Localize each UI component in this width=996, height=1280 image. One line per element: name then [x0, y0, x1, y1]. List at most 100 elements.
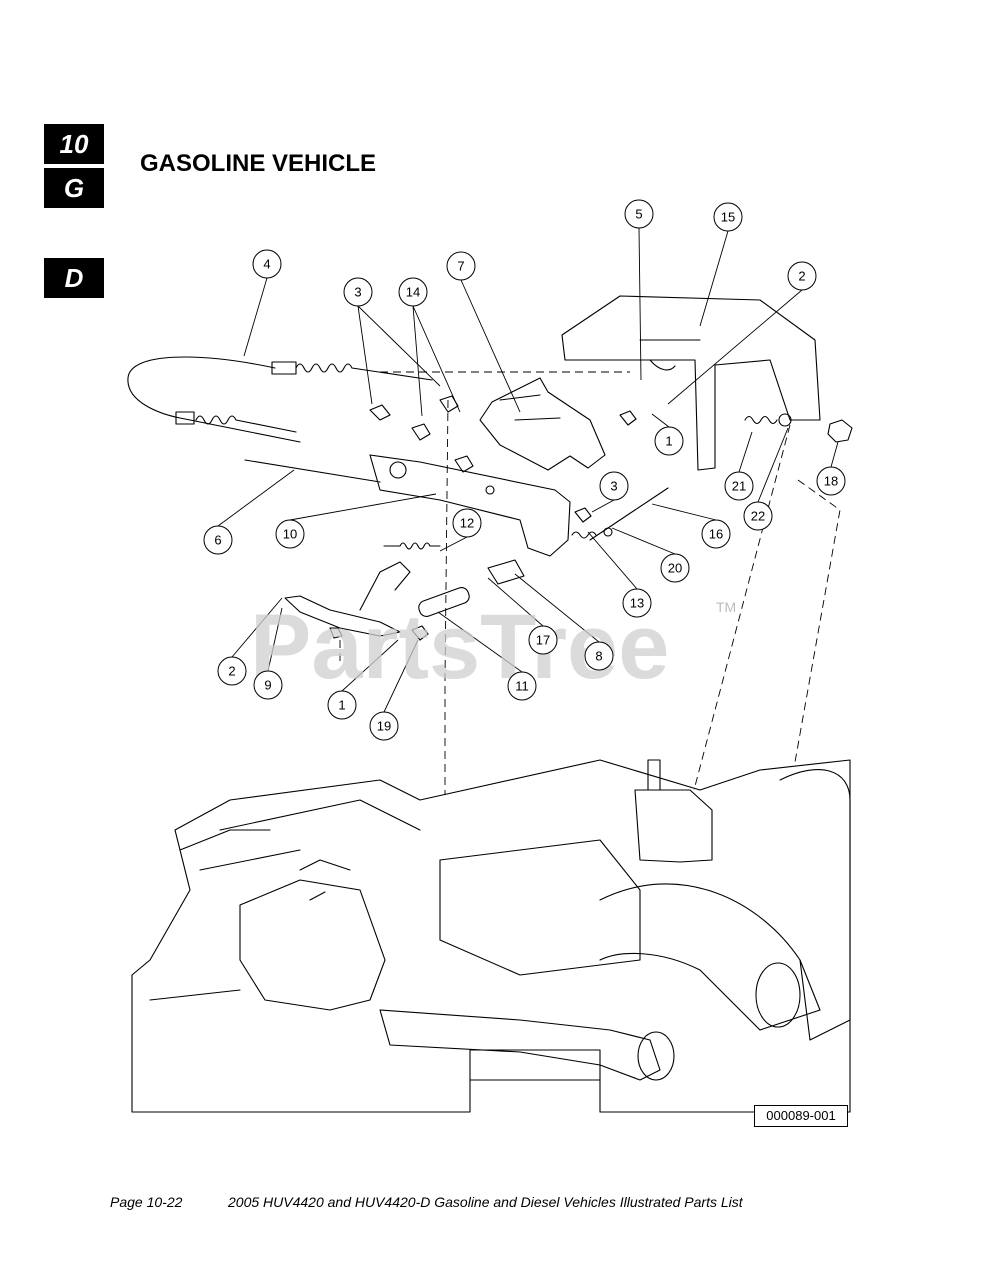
callout-15: 15: [713, 202, 743, 232]
figure-id-box: 000089-001: [754, 1105, 848, 1127]
callout-label: 1: [338, 698, 345, 713]
callout-label: 3: [610, 479, 617, 494]
callout-7: 7: [446, 251, 476, 281]
callout-label: 2: [798, 269, 805, 284]
callout-label: 19: [377, 719, 391, 734]
fuel-tank: [239, 879, 386, 1011]
callout-circle: [584, 641, 614, 671]
callout-8: 8: [584, 641, 614, 671]
washer-22: [778, 413, 792, 427]
page-title: GASOLINE VEHICLE: [140, 150, 377, 177]
spring-12: [383, 542, 441, 550]
callout-label: 3: [354, 285, 361, 300]
callout-label: 10: [283, 527, 297, 542]
section-tab-g: G: [44, 168, 104, 208]
callout-circle: [203, 525, 233, 555]
callout-circle: [816, 466, 846, 496]
callout-circle: [660, 553, 690, 583]
callout-circle: [724, 471, 754, 501]
callout-19: 19: [369, 711, 399, 741]
callout-label: 14: [406, 285, 420, 300]
cable-fitting-upper: [271, 361, 297, 375]
callout-circle: [622, 588, 652, 618]
muffler: [439, 839, 641, 976]
callout-circle: [528, 625, 558, 655]
callout-circle: [599, 471, 629, 501]
callout-circle: [398, 277, 428, 307]
callout-3: 3: [599, 471, 629, 501]
callout-label: 15: [721, 210, 735, 225]
callout-circle: [452, 508, 482, 538]
callout-circle: [275, 519, 305, 549]
nut-18: [827, 419, 853, 443]
throttle-cable-lower: [179, 417, 301, 443]
callout-2: 2: [217, 656, 247, 686]
cable-spring-upper: [295, 363, 433, 381]
callout-9: 9: [253, 670, 283, 700]
footer-document-title: 2005 HUV4420 and HUV4420-D Gasoline and …: [228, 1194, 743, 1210]
pulley: [779, 769, 851, 1041]
callout-14: 14: [398, 277, 428, 307]
throttle-cable-upper: [127, 356, 276, 419]
callout-5: 5: [624, 199, 654, 229]
bracket-housing: [634, 789, 713, 863]
callout-label: 21: [732, 479, 746, 494]
callout-11: 11: [507, 671, 537, 701]
callout-circle: [743, 501, 773, 531]
link-8: [487, 559, 525, 585]
callout-label: 7: [457, 259, 464, 274]
coolant-hose: [379, 1009, 661, 1081]
callout-3: 3: [343, 277, 373, 307]
callout-17: 17: [528, 625, 558, 655]
callout-4: 4: [252, 249, 282, 279]
callout-label: 8: [595, 649, 602, 664]
callout-12: 12: [452, 508, 482, 538]
callout-label: 17: [536, 633, 550, 648]
exhaust-outlet: [755, 962, 801, 1028]
callout-label: 1: [665, 434, 672, 449]
callout-18: 18: [816, 466, 846, 496]
callout-label: 5: [635, 207, 642, 222]
callout-label: 22: [751, 509, 765, 524]
engine-frame: [131, 759, 851, 1113]
callout-circle: [327, 690, 357, 720]
callout-circle: [713, 202, 743, 232]
exhaust-pipe: [599, 883, 821, 1031]
callout-circle: [369, 711, 399, 741]
callout-circle: [507, 671, 537, 701]
callout-circle: [252, 249, 282, 279]
section-tab-10: 10: [44, 124, 104, 164]
cover-15: [561, 295, 821, 471]
section-tab-d: D: [44, 258, 104, 298]
callout-label: 4: [263, 257, 270, 272]
callout-circle: [253, 670, 283, 700]
callout-label: 13: [630, 596, 644, 611]
callout-circle: [787, 261, 817, 291]
rod-6: [244, 459, 381, 483]
plate-10: [369, 454, 571, 557]
callout-22: 22: [743, 501, 773, 531]
callout-13: 13: [622, 588, 652, 618]
callout-circle: [654, 426, 684, 456]
callout-circle: [701, 519, 731, 549]
callout-6: 6: [203, 525, 233, 555]
lever-9: [284, 595, 401, 637]
cable-fitting-lower: [175, 411, 195, 425]
spring-13: [571, 531, 597, 539]
callout-2: 2: [787, 261, 817, 291]
callout-label: 16: [709, 527, 723, 542]
callout-20: 20: [660, 553, 690, 583]
watermark-tm: TM: [716, 599, 736, 615]
bolt-16: [589, 487, 669, 541]
callout-1: 1: [654, 426, 684, 456]
callout-label: 2: [228, 664, 235, 679]
spring-21: [744, 415, 778, 425]
callout-circle: [343, 277, 373, 307]
callout-10: 10: [275, 519, 305, 549]
callout-circle: [624, 199, 654, 229]
callout-label: 12: [460, 516, 474, 531]
callout-label: 9: [264, 678, 271, 693]
callout-16: 16: [701, 519, 731, 549]
